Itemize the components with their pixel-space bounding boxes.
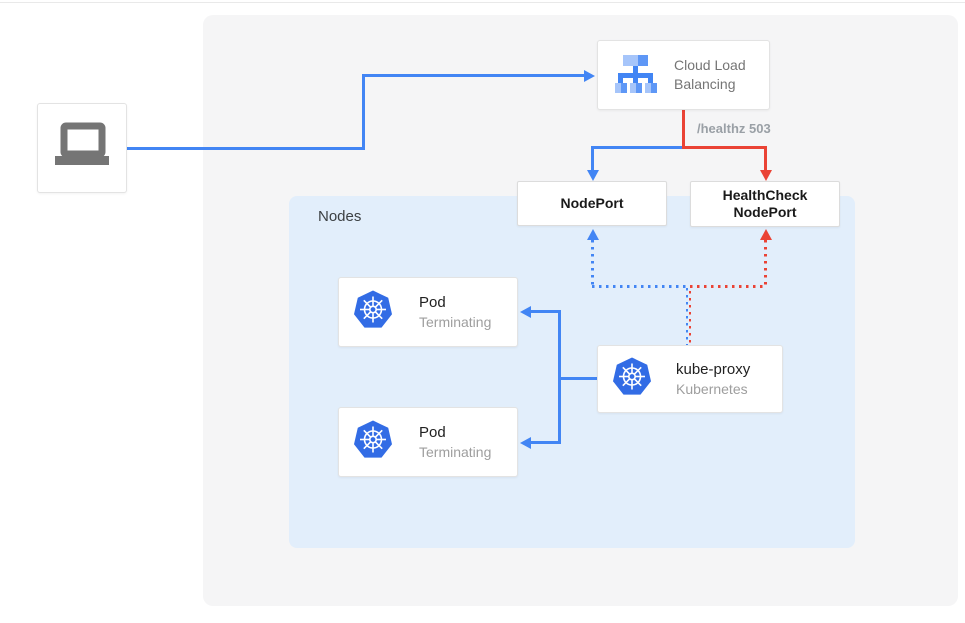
lb-stem-red-line	[682, 110, 685, 149]
healthz-status-label: /healthz 503	[697, 121, 771, 136]
lb-hc-arrowhead	[759, 170, 772, 181]
kube-proxy-subtitle: Kubernetes	[676, 380, 748, 397]
client-lb-line-seg2	[362, 74, 365, 150]
kube-proxy-node: kube-proxy Kubernetes	[597, 345, 783, 413]
lb-hc-line-seg1	[682, 146, 767, 149]
kubeproxy-hc-dotted-arrowhead	[759, 229, 772, 240]
kubeproxy-dotted-trunk-blue	[686, 288, 688, 345]
kubeproxy-nodeport-dotted-v	[591, 240, 594, 288]
cloud-lb-label: Cloud Load Balancing	[674, 57, 746, 92]
pod-node-2: Pod Terminating	[338, 407, 518, 477]
kubeproxy-nodeport-dotted-h	[592, 285, 688, 288]
nodes-group-label: Nodes	[318, 208, 362, 225]
kubeproxy-pod2-arrowhead	[520, 436, 531, 449]
kubeproxy-nodeport-dotted-arrowhead	[586, 229, 599, 240]
kubeproxy-pods-trunk-line	[558, 311, 561, 444]
pod-labels: Pod Terminating	[419, 423, 491, 462]
lb-nodeport-line-seg2	[591, 146, 594, 172]
kubeproxy-hc-dotted-v	[764, 240, 767, 288]
kubeproxy-branch-line	[558, 377, 597, 380]
kubernetes-icon	[612, 357, 652, 402]
pod-title: Pod	[419, 293, 446, 311]
nodeport-node: NodePort	[517, 181, 667, 226]
healthcheck-nodeport-label: HealthCheck NodePort	[722, 187, 808, 220]
pod-status: Terminating	[419, 313, 492, 330]
kubernetes-icon	[353, 420, 393, 465]
laptop-icon	[51, 118, 113, 179]
lb-nodeport-arrowhead	[586, 170, 599, 181]
cloud-load-balancing-node: Cloud Load Balancing	[597, 40, 770, 110]
kube-proxy-title: kube-proxy	[676, 360, 751, 378]
kube-proxy-labels: kube-proxy Kubernetes	[676, 360, 750, 399]
client-lb-arrowhead	[584, 69, 595, 82]
pod-node-1: Pod Terminating	[338, 277, 518, 347]
healthcheck-nodeport-node: HealthCheck NodePort	[690, 181, 840, 227]
top-divider	[0, 2, 965, 3]
client-lb-line-seg1	[127, 147, 365, 150]
client-node	[37, 103, 127, 193]
lb-nodeport-line-seg1	[591, 146, 683, 149]
lb-hc-line-seg2	[764, 146, 767, 172]
kubernetes-icon	[353, 290, 393, 335]
client-lb-line-seg3	[362, 74, 586, 77]
load-balancer-icon	[614, 52, 658, 99]
kubeproxy-dotted-trunk-red	[689, 291, 691, 345]
kubeproxy-pod1-arrowhead	[520, 305, 531, 318]
nodeport-label: NodePort	[560, 195, 624, 211]
pod-labels: Pod Terminating	[419, 293, 491, 332]
kubeproxy-pod2-line	[530, 441, 561, 444]
pod-status: Terminating	[419, 443, 492, 460]
kubeproxy-pod1-line	[530, 310, 561, 313]
pod-title: Pod	[419, 423, 446, 441]
kubeproxy-hc-dotted-h	[690, 285, 767, 288]
